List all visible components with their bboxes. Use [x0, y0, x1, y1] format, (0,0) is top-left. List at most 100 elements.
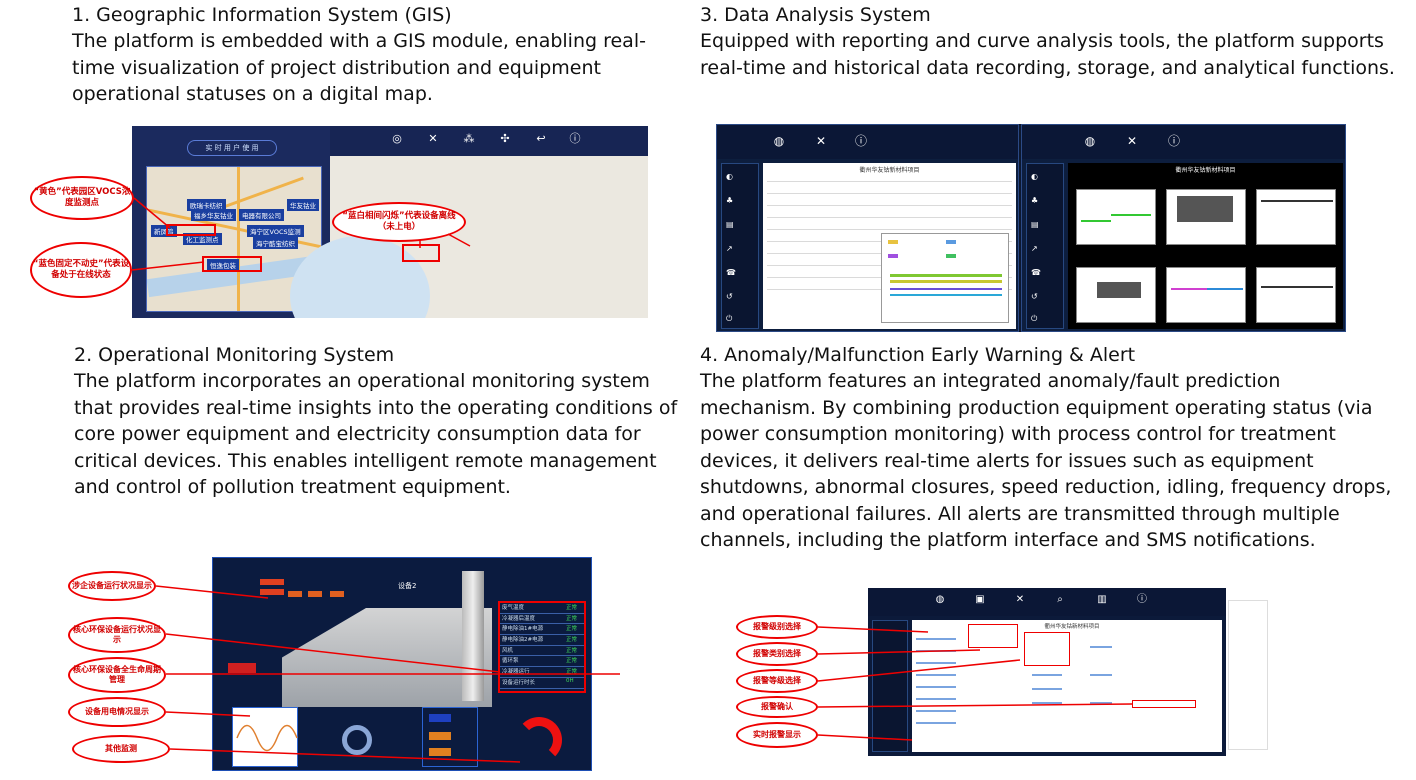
power-chart-panel[interactable]	[232, 707, 298, 767]
alert-row	[1090, 702, 1112, 704]
globe-icon[interactable]: ◍	[773, 134, 785, 148]
org-icon[interactable]: ♣	[1031, 196, 1039, 205]
tooltip	[1097, 282, 1141, 298]
section-body: The platform is embedded with a GIS modu…	[72, 30, 646, 105]
info-icon[interactable]: ⓘ	[1167, 134, 1180, 148]
gis-map[interactable]: 欧瑞卡纺织 福乡华友钴业 电器有限公司 华友钴业 新凤鸣 化工监测点 海宁区VO…	[146, 166, 322, 312]
alert-list[interactable]: 衢州华友钴新材料项目	[912, 620, 1222, 752]
alert-row	[916, 674, 956, 676]
mini-chart[interactable]	[1076, 189, 1156, 245]
gis-callout-yellow: “黄色”代表园区VOCS浓度监测点	[30, 176, 134, 220]
chart-icon[interactable]: ↗	[1031, 244, 1038, 253]
map-tag[interactable]: 华友钴业	[287, 199, 319, 211]
alert-row	[916, 638, 956, 640]
monitor-icon[interactable]: ▣	[975, 594, 985, 605]
confirm-area[interactable]	[1132, 700, 1196, 708]
curve-line	[890, 280, 1002, 283]
level-dropdown[interactable]	[968, 624, 1018, 648]
legend-swatch	[946, 240, 956, 244]
curve-line	[890, 294, 1002, 296]
mini-chart[interactable]	[1256, 189, 1336, 245]
status-indicator	[308, 591, 322, 597]
phone-icon[interactable]: ☎	[1031, 268, 1041, 277]
info-icon[interactable]: ⓘ	[1137, 594, 1147, 605]
alert-row	[916, 650, 956, 652]
alert-row	[1090, 674, 1112, 676]
om-callout-4: 设备用电情况显示	[68, 697, 166, 727]
al-callout-1: 报警级别选择	[736, 615, 818, 639]
map-tag[interactable]: 恒逸包装	[207, 259, 239, 271]
map-tag[interactable]: 海宁区VOCS监测	[247, 225, 304, 237]
tools-icon[interactable]: ✕	[1015, 594, 1025, 605]
report-view: ◍ ✕ ⓘ ◐ ♣ ▤ ↗ ☎ ↺ ⏻ 衢州华友钴新材料项目	[716, 124, 1019, 332]
alert-row	[916, 722, 956, 724]
globe-icon[interactable]: ◎	[392, 132, 402, 145]
doc-icon[interactable]: ▤	[1031, 220, 1039, 229]
map-tag[interactable]: 电器有限公司	[239, 209, 284, 221]
series-line	[1171, 288, 1207, 290]
status-table: 废气温度正常 冷凝器后温度正常 静电除油1#电源正常 静电除油2#电源正常 风机…	[498, 601, 586, 693]
section-alert: 4. Anomaly/Malfunction Early Warning & A…	[700, 342, 1400, 554]
tools-icon[interactable]: ✕	[1126, 134, 1138, 148]
alert-row	[916, 698, 956, 700]
chart-icon[interactable]: ↗	[726, 244, 733, 253]
return-icon[interactable]: ↩	[536, 132, 546, 145]
highlight-box	[166, 224, 216, 236]
tools-icon[interactable]: ✕	[428, 132, 438, 145]
fan-icon[interactable]: ✣	[500, 132, 510, 145]
mini-chart[interactable]	[1256, 267, 1336, 323]
globe-icon[interactable]: ◍	[1084, 134, 1096, 148]
series-line	[1261, 200, 1333, 202]
bar-chart-icon[interactable]: ▥	[1097, 594, 1107, 605]
gis-callout-offline: “蓝白相间闪烁”代表设备离线（未上电）	[332, 202, 466, 242]
map-tag[interactable]: 化工监测点	[183, 233, 222, 245]
curve-title: 衢州华友钴新材料项目	[1175, 167, 1236, 174]
map-tag[interactable]: 福乡华友钴业	[191, 209, 236, 221]
table-row: 循环泵正常	[500, 656, 584, 668]
status-indicator	[260, 579, 284, 585]
grid-line	[767, 193, 1012, 194]
map-tag[interactable]: 欧瑞卡纺织	[187, 199, 226, 211]
tools-icon[interactable]: ✕	[815, 134, 827, 148]
tooltip	[1177, 196, 1233, 222]
back-icon[interactable]: ↺	[1031, 292, 1038, 301]
alert-row	[1032, 702, 1062, 704]
meter-panel[interactable]	[422, 707, 478, 767]
mini-chart[interactable]	[1166, 267, 1246, 323]
info-icon[interactable]: ⓘ	[854, 134, 867, 148]
gauge-icon[interactable]: ◐	[1031, 172, 1038, 181]
alarm-button[interactable]	[228, 663, 256, 673]
doc-icon[interactable]: ▤	[726, 220, 734, 229]
search-icon[interactable]: ⌕	[1057, 594, 1063, 605]
power-icon[interactable]: ⏻	[1031, 314, 1038, 323]
legend-swatch	[888, 240, 898, 244]
section-monitoring: 2. Operational Monitoring System The pla…	[74, 342, 684, 501]
section-title: 3. Data Analysis System	[700, 4, 931, 26]
phone-icon[interactable]: ☎	[726, 268, 736, 277]
power-icon[interactable]: ⏻	[726, 314, 733, 323]
side-nav	[872, 620, 908, 752]
info-icon[interactable]: ⓘ	[569, 132, 581, 145]
section-body: Equipped with reporting and curve analys…	[700, 30, 1395, 79]
report-table[interactable]: 衢州华友钴新材料项目	[763, 163, 1016, 329]
org-icon[interactable]: ♣	[726, 196, 734, 205]
globe-icon[interactable]: ◍	[935, 594, 945, 605]
side-nav: ◐ ♣ ▤ ↗ ☎ ↺ ⏻	[721, 163, 759, 329]
status-indicator	[260, 589, 284, 595]
grid-line	[767, 217, 1012, 218]
back-icon[interactable]: ↺	[726, 292, 733, 301]
gauge-icon[interactable]: ◐	[726, 172, 733, 181]
category-dropdown[interactable]	[1024, 632, 1070, 666]
section-title: 2. Operational Monitoring System	[74, 344, 395, 366]
meter-bar	[429, 748, 451, 756]
om-callout-1: 涉企设备运行状况显示	[68, 571, 156, 601]
toolbar: ◍ ✕ ⓘ	[1022, 125, 1345, 159]
om-callout-5: 其他监测	[72, 735, 170, 763]
map-tag[interactable]: 海宁酷宝纺织	[253, 237, 298, 249]
network-icon[interactable]: ⁂	[463, 132, 475, 145]
message-panel[interactable]	[1228, 600, 1268, 750]
table-row: 静电除油1#电源正常	[500, 624, 584, 636]
curve-popup[interactable]	[881, 233, 1009, 323]
mini-chart[interactable]	[1076, 267, 1156, 323]
mini-chart[interactable]	[1166, 189, 1246, 245]
